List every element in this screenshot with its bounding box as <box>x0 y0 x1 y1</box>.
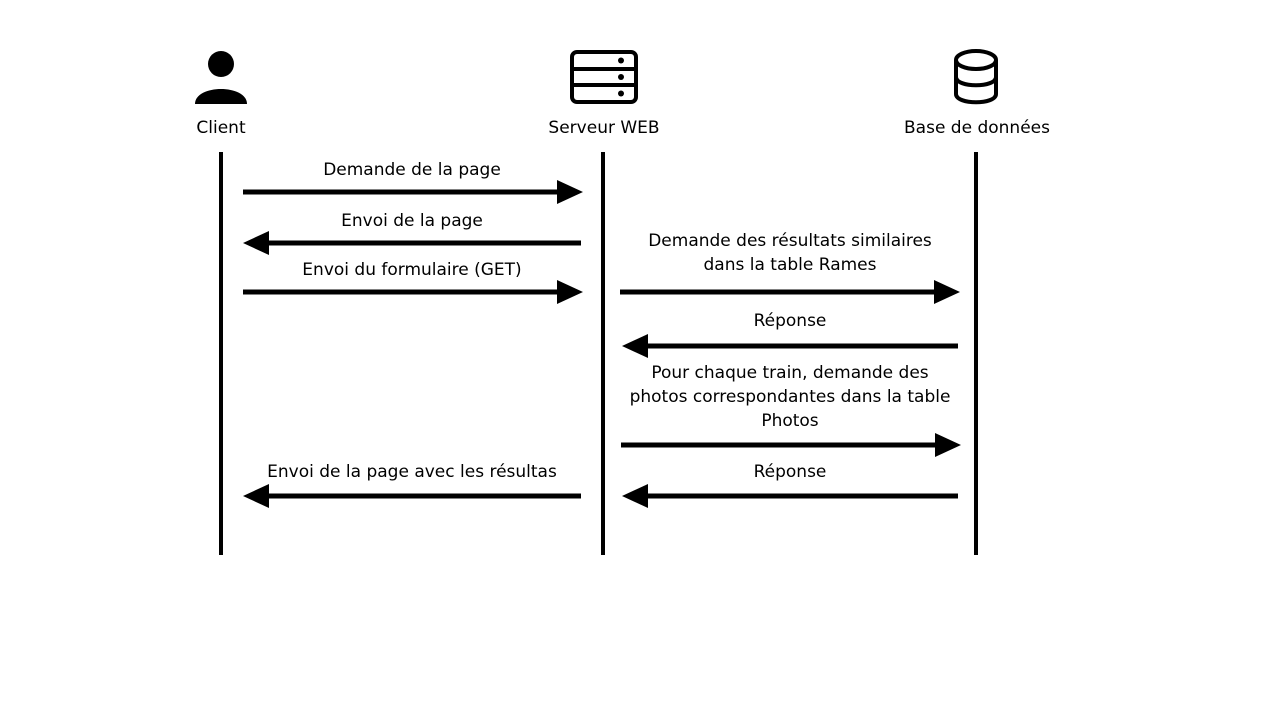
message-label: Envoi de la page avec les résultas <box>267 462 557 482</box>
message-arrow-right <box>243 180 583 204</box>
actor-label-server: Serveur WEB <box>548 118 660 138</box>
message-arrow-left <box>243 231 581 255</box>
lifeline-client <box>219 152 223 555</box>
message-label: Demande de la page <box>323 160 501 180</box>
message-label: Envoi de la page <box>341 211 483 231</box>
person-icon <box>193 48 249 110</box>
message-arrow-left <box>243 484 581 508</box>
lifeline-server <box>601 152 605 555</box>
server-icon <box>569 49 639 109</box>
message-label: Réponse <box>753 462 827 482</box>
actor-label-client: Client <box>196 118 246 138</box>
message-arrow-left <box>622 334 958 358</box>
message-arrow-left <box>622 484 958 508</box>
message-label: Envoi du formulaire (GET) <box>302 260 522 280</box>
actor-label-database: Base de données <box>904 118 1050 138</box>
message-label: Demande des résultats similaires dans la… <box>648 231 932 275</box>
database-icon <box>952 48 1000 110</box>
message-arrow-right <box>243 280 583 304</box>
lifeline-database <box>974 152 978 555</box>
message-label: Pour chaque train, demande des photos co… <box>629 363 951 431</box>
message-arrow-right <box>621 433 961 457</box>
message-arrow-right <box>620 280 960 304</box>
message-label: Réponse <box>753 311 827 331</box>
